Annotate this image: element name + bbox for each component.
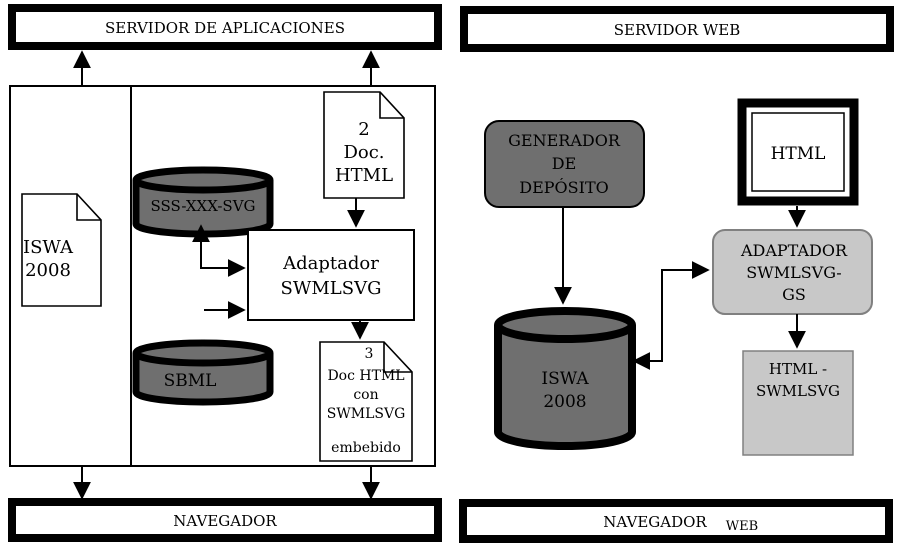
svg-text:ISWA: ISWA [541,369,589,389]
svg-text:SWMLSVG-: SWMLSVG- [746,263,841,282]
svg-text:SSS-XXX-SVG: SSS-XXX-SVG [150,197,255,215]
svg-text:embebido: embebido [331,440,401,456]
svg-text:GENERADOR: GENERADOR [508,131,621,150]
svg-text:SBML: SBML [164,371,217,391]
svg-database: SSS-XXX-SVG [132,166,274,238]
svg-text:2: 2 [358,119,369,140]
repository-generator: GENERADOR DE DEPÓSITO [484,120,645,208]
adapter-box: Adaptador SWMLSVG [247,229,415,321]
doc-html-3: 3 Doc HTML con SWMLSVG embebido [319,341,413,462]
svg-text:con: con [353,387,378,403]
arrow-db-adapter [192,224,246,277]
right-panel: SERVIDOR WEB NAVEGADOR WEB GENERADOR DE … [459,6,894,543]
svg-text:Doc.: Doc. [343,142,384,163]
svg-text:DE: DE [552,154,577,173]
svg-text:GS: GS [782,285,806,304]
svg-text:2008: 2008 [25,260,71,281]
svg-text:SERVIDOR WEB: SERVIDOR WEB [614,21,741,39]
html-swmlsvg-output: HTML - SWMLSVG [742,350,854,456]
sbml-database: SBML [132,339,274,406]
svg-text:HTML: HTML [335,165,393,186]
svg-text:Adaptador: Adaptador [282,253,379,274]
browser-bar: NAVEGADOR [8,498,442,542]
adapter-gs: ADAPTADOR SWMLSVG- GS [712,229,873,315]
app-server-bar: SERVIDOR DE APLICACIONES [8,4,442,50]
svg-text:NAVEGADOR: NAVEGADOR [173,512,277,530]
svg-text:SERVIDOR DE APLICACIONES: SERVIDOR DE APLICACIONES [105,19,345,37]
svg-text:3: 3 [365,346,374,362]
left-panel: SERVIDOR DE APLICACIONES NAVEGADOR ISWA … [8,4,442,542]
svg-text:HTML: HTML [771,144,826,164]
svg-text:DEPÓSITO: DEPÓSITO [519,177,608,197]
web-server-bar: SERVIDOR WEB [460,6,894,52]
html-box: HTML [737,98,859,206]
svg-text:2008: 2008 [543,392,586,412]
arrow-db-adapter-link [632,261,710,370]
svg-text:ISWA: ISWA [23,237,74,258]
svg-text:HTML -: HTML - [769,360,827,378]
svg-text:ADAPTADOR: ADAPTADOR [740,241,848,260]
iswa-database: ISWA 2008 [494,307,636,450]
svg-text:Doc HTML: Doc HTML [327,368,404,384]
svg-text:NAVEGADOR: NAVEGADOR [603,513,707,531]
doc-html-2: 2 Doc. HTML [323,91,405,199]
svg-text:WEB: WEB [726,519,758,534]
web-browser-bar: NAVEGADOR WEB [459,499,893,543]
svg-text:SWMLSVG: SWMLSVG [756,382,840,400]
iswa-document: ISWA 2008 [21,193,102,307]
svg-text:SWMLSVG: SWMLSVG [281,278,382,299]
svg-text:SWMLSVG: SWMLSVG [327,406,406,422]
